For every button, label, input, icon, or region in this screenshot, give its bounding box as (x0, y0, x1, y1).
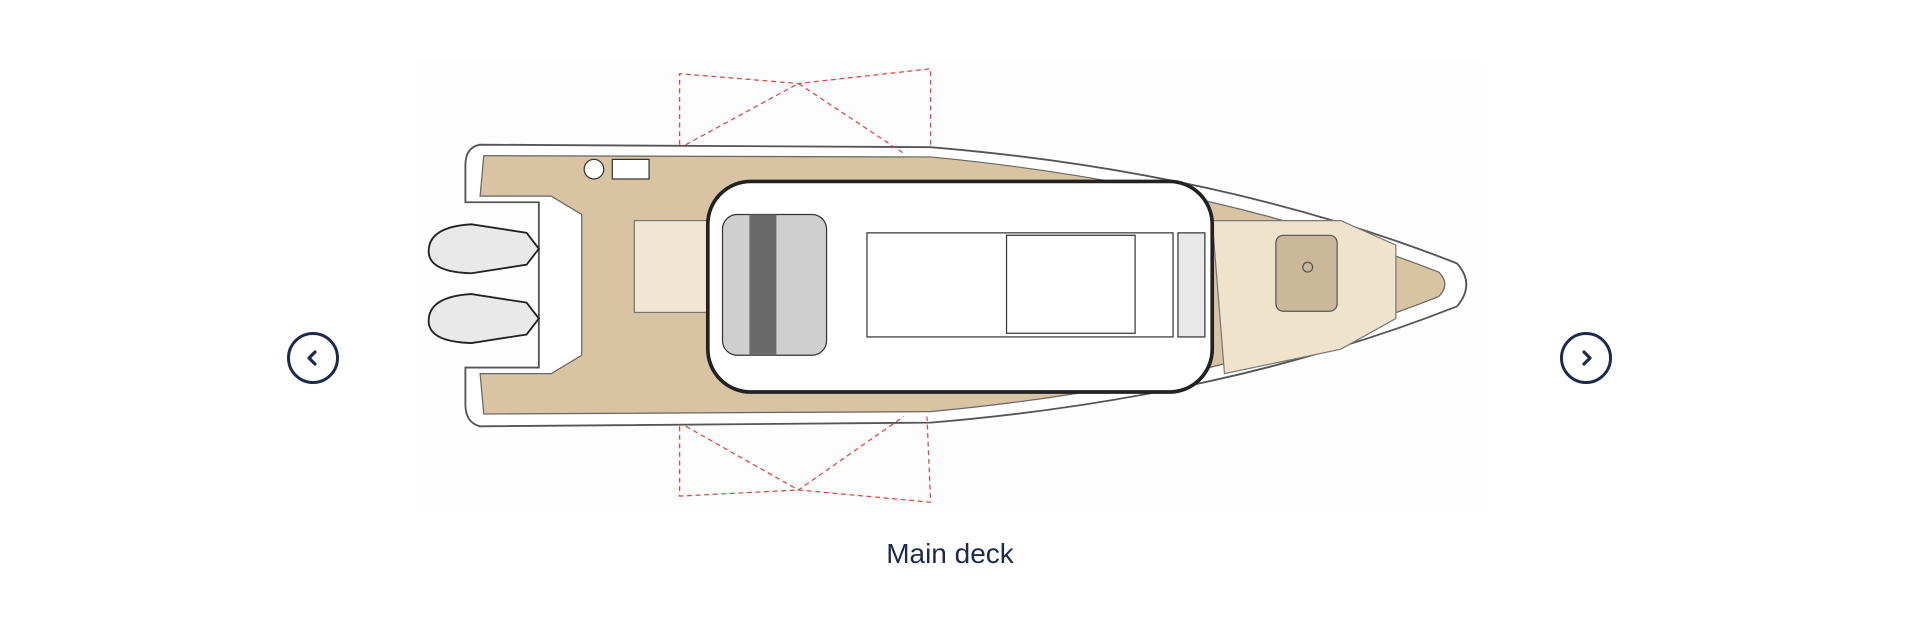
bow-hatch (1275, 234, 1338, 312)
chevron-left-icon (307, 350, 317, 366)
next-slide-button[interactable] (1560, 332, 1612, 384)
door-swing-indicators (679, 68, 932, 503)
chevron-right-icon (1582, 350, 1592, 366)
cockpit-lounge (633, 219, 709, 314)
helm-seats (749, 214, 777, 356)
outboard-engines (427, 223, 541, 344)
slide-caption: Main deck (886, 538, 1014, 569)
previous-slide-button[interactable] (287, 332, 339, 384)
main-deck-plan-image (416, 59, 1482, 512)
